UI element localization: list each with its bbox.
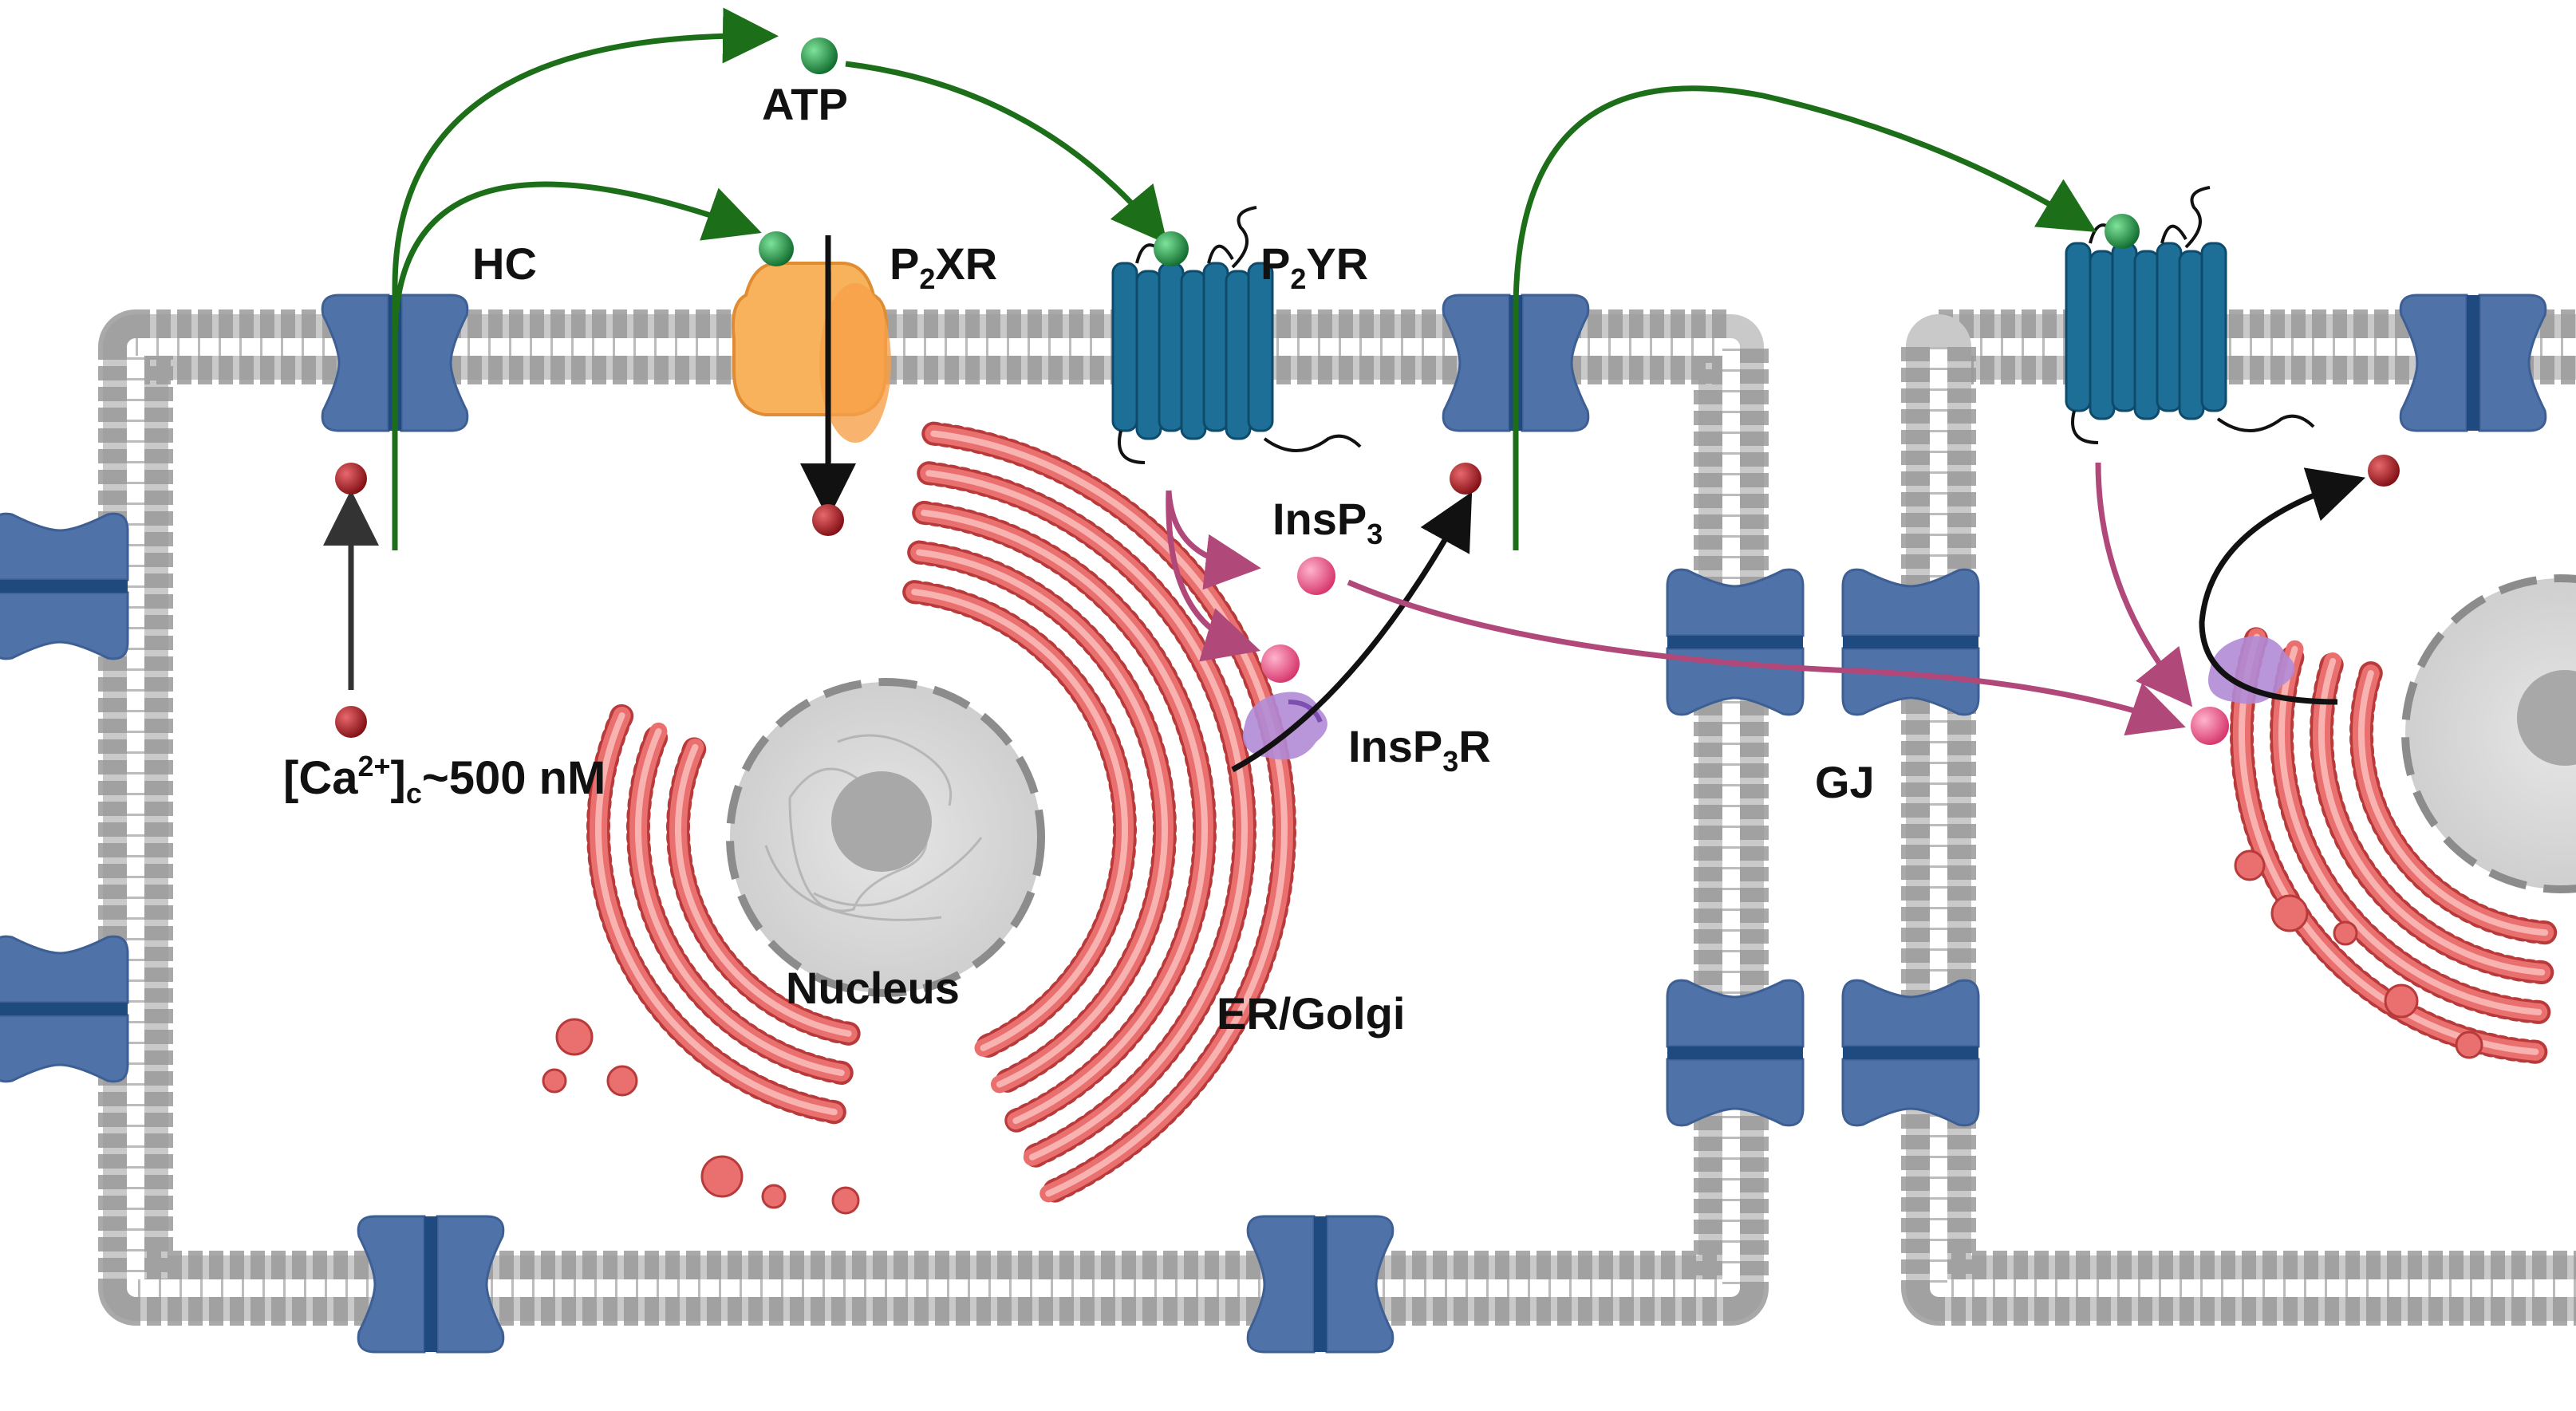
insp3-molecule (2191, 707, 2229, 745)
atp-molecule (759, 231, 794, 266)
insp3-label: InsP3 (1272, 494, 1383, 550)
p2y-receptor-cell-2 (2065, 186, 2315, 444)
atp-molecule (801, 37, 838, 74)
hemichannel (357, 1215, 505, 1354)
insp3-molecule (1297, 557, 1335, 595)
hemichannel (0, 935, 129, 1083)
nucleus (726, 678, 1045, 997)
gap-junction-hemichannel (1841, 979, 1980, 1127)
p2y-receptor (1111, 206, 1362, 464)
atp-label: ATP (762, 79, 848, 129)
atp-molecule (1154, 231, 1189, 266)
p2xr-label: P2XR (890, 238, 997, 295)
er-golgi-label: ER/Golgi (1217, 988, 1405, 1039)
calcium-concentration-label: [Ca2+]c~500 nM (283, 750, 606, 810)
insp3-receptor-cell-2 (2208, 636, 2295, 704)
calcium-ion (812, 504, 844, 536)
labels: HC ATP P2XR P2YR InsP3 InsP3R [Ca2+]c~50… (283, 79, 1875, 1039)
insp3-arrows (1166, 462, 2193, 736)
hemichannel (1442, 294, 1590, 432)
molecules (335, 37, 2400, 745)
insp3r-label: InsP3R (1348, 721, 1491, 778)
nucleus-label: Nucleus (786, 963, 960, 1013)
calcium-ion (1450, 463, 1481, 495)
hemichannel (1246, 1215, 1395, 1354)
gj-label: GJ (1815, 757, 1875, 807)
gap-junction-hemichannel (1841, 568, 1980, 716)
atp-molecule (2105, 214, 2140, 249)
insp3-receptor (1243, 692, 1327, 760)
gap-junction-hemichannel (1666, 568, 1805, 716)
atp-release-arrows (392, 7, 2097, 550)
p2yr-label: P2YR (1260, 238, 1368, 295)
calcium-ion (335, 463, 367, 495)
er-golgi-stacks (542, 421, 1296, 1215)
cell-membranes (98, 309, 2576, 1326)
p2x-receptor (732, 262, 891, 463)
gap-junction-hemichannel (1666, 979, 1805, 1127)
insp3-molecule (1261, 644, 1300, 683)
cell-1-organelles (542, 421, 1296, 1215)
hc-label: HC (472, 238, 537, 289)
hemichannel (321, 294, 469, 432)
er-golgi-stacks-cell-2 (2230, 625, 2558, 1064)
hemichannel (2399, 294, 2547, 432)
calcium-flux-arrows (323, 235, 2366, 773)
calcium-ion (335, 706, 367, 738)
calcium-ion (2368, 455, 2400, 487)
hemichannel (0, 512, 129, 660)
cell-2-organelles (2230, 574, 2576, 1064)
